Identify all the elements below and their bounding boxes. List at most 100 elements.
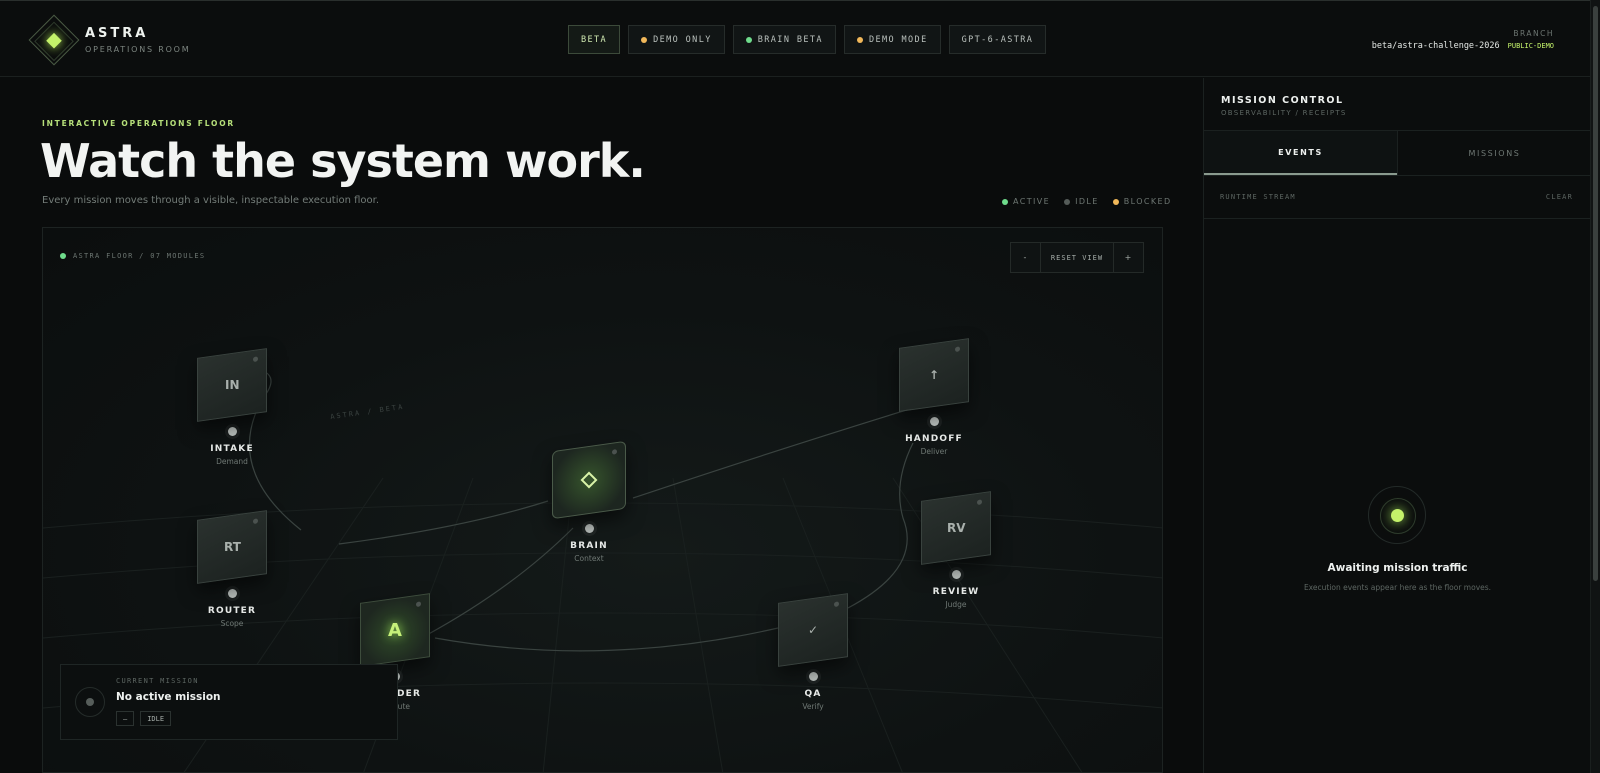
reset-view-button[interactable]: RESET VIEW (1040, 243, 1114, 272)
current-mission-card: CURRENT MISSION No active mission — IDLE (60, 664, 398, 740)
badge-label: DEMO MODE (868, 34, 928, 45)
zoom-controls: - RESET VIEW + (1010, 242, 1144, 273)
mission-chip-id: — (116, 711, 135, 726)
node-brain[interactable]: BRAIN Context (551, 440, 627, 563)
page-scrollbar[interactable] (1590, 0, 1600, 773)
node-name: BRAIN (570, 541, 608, 551)
node-pin-icon (929, 417, 939, 426)
mission-chip-status: IDLE (140, 711, 172, 726)
branch-tag: PUBLIC-DEMO (1507, 42, 1554, 50)
badge-brain-beta: BRAIN BETA (732, 25, 836, 54)
badge-demo-only: DEMO ONLY (628, 25, 725, 54)
branch-info: beta/astra-challenge-2026 PUBLIC-DEMO (1372, 41, 1554, 51)
mission-status-icon (75, 687, 105, 717)
legend-blocked: BLOCKED (1112, 197, 1172, 206)
brand-subtitle: OPERATIONS ROOM (85, 45, 191, 54)
brain-diamond-icon (580, 471, 598, 489)
branch-name: beta/astra-challenge-2026 (1371, 41, 1500, 51)
active-dot-icon (1002, 198, 1008, 205)
brand-name: ASTRA (85, 26, 149, 41)
status-legend: ACTIVE IDLE BLOCKED (1002, 197, 1172, 206)
node-role: Judge (945, 600, 967, 609)
legend-label: IDLE (1075, 197, 1099, 206)
node-pin-icon (584, 524, 594, 533)
node-pin-icon (808, 672, 818, 681)
status-badges: BETA DEMO ONLY BRAIN BETA DEMO MODE GPT-… (568, 25, 1047, 54)
node-name: REVIEW (932, 587, 980, 597)
status-dot-icon (641, 36, 648, 43)
idle-dot-icon (1064, 198, 1071, 205)
runtime-stream-header: RUNTIME STREAM CLEAR (1204, 176, 1591, 219)
module-tile: ↑ (899, 338, 969, 412)
awaiting-signal-icon (1368, 486, 1426, 544)
scrollbar-thumb[interactable] (1593, 6, 1598, 581)
legend-idle: IDLE (1064, 197, 1099, 206)
node-name: INTAKE (210, 444, 254, 454)
node-handoff[interactable]: ↑ HANDOFF Deliver (899, 338, 969, 456)
operations-floor[interactable]: ASTRA FLOOR / 07 MODULES - RESET VIEW + … (42, 227, 1163, 773)
arrow-up-icon: ↑ (928, 368, 940, 382)
mission-title: No active mission (116, 691, 221, 703)
astra-logo-icon (28, 14, 80, 66)
module-tile: RV (921, 491, 991, 565)
node-qa[interactable]: ✓ QA Verify (778, 593, 848, 711)
node-name: ROUTER (207, 606, 257, 616)
node-review[interactable]: RV REVIEW Judge (921, 491, 991, 609)
branch-label: BRANCH (1513, 29, 1554, 38)
node-pin-icon (227, 589, 237, 598)
mission-chips: — IDLE (116, 711, 172, 726)
module-tile: ✓ (778, 593, 848, 667)
check-icon: ✓ (807, 623, 819, 637)
module-glyph: RV (946, 521, 966, 535)
page-subtitle: Every mission moves through a visible, i… (42, 195, 380, 206)
module-glyph: IN (224, 378, 240, 393)
badge-demo-mode: DEMO MODE (843, 25, 941, 54)
module-glyph: RT (223, 540, 241, 555)
node-router[interactable]: RT ROUTER Scope (197, 510, 267, 628)
stream-label: RUNTIME STREAM (1220, 193, 1296, 201)
tab-events[interactable]: EVENTS (1204, 131, 1397, 175)
node-pin-icon (951, 570, 961, 579)
hero-eyebrow: INTERACTIVE OPERATIONS FLOOR (42, 119, 235, 128)
blocked-dot-icon (1112, 198, 1119, 205)
floor-status-dot-icon (60, 253, 66, 259)
node-pin-icon (227, 427, 237, 436)
module-links (248, 367, 914, 652)
node-role: Context (574, 554, 604, 563)
panel-tabs: EVENTS MISSIONS (1204, 130, 1591, 176)
node-intake[interactable]: IN INTAKE Demand (197, 348, 267, 466)
clear-button[interactable]: CLEAR (1545, 193, 1573, 201)
module-tile: RT (197, 510, 267, 584)
page-title: Watch the system work. (40, 134, 646, 188)
panel-title: MISSION CONTROL (1221, 95, 1344, 106)
module-tile (552, 440, 626, 520)
zoom-out-button[interactable]: - (1023, 253, 1028, 262)
top-bar: ASTRA OPERATIONS ROOM BETA DEMO ONLY BRA… (0, 0, 1600, 77)
module-glyph: A (388, 619, 402, 641)
empty-state-title: Awaiting mission traffic (1327, 562, 1468, 574)
node-name: QA (804, 689, 822, 699)
legend-active: ACTIVE (1002, 197, 1050, 206)
badge-beta: BETA (568, 25, 621, 54)
floor-label-text: ASTRA FLOOR / 07 MODULES (73, 252, 206, 260)
mission-control-panel: MISSION CONTROL OBSERVABILITY / RECEIPTS… (1203, 78, 1591, 773)
node-role: Verify (802, 702, 824, 711)
badge-label: BRAIN BETA (757, 34, 823, 45)
node-name: HANDOFF (905, 434, 963, 444)
node-role: Scope (220, 619, 244, 628)
panel-subtitle: OBSERVABILITY / RECEIPTS (1221, 109, 1347, 117)
badge-label: GPT-6-ASTRA (961, 34, 1034, 45)
status-dot-icon (856, 36, 863, 43)
module-tile: A (360, 593, 430, 667)
mission-label: CURRENT MISSION (116, 677, 199, 685)
module-tile: IN (197, 348, 267, 422)
node-role: Deliver (920, 447, 948, 456)
legend-label: ACTIVE (1013, 197, 1051, 206)
tab-missions[interactable]: MISSIONS (1397, 131, 1591, 175)
zoom-in-button[interactable]: + (1124, 253, 1133, 262)
floor-label: ASTRA FLOOR / 07 MODULES (60, 252, 205, 260)
badge-model: GPT-6-ASTRA (948, 25, 1047, 54)
legend-label: BLOCKED (1123, 197, 1172, 206)
empty-state-subtitle: Execution events appear here as the floo… (1303, 583, 1492, 592)
badge-label: DEMO ONLY (653, 34, 712, 45)
